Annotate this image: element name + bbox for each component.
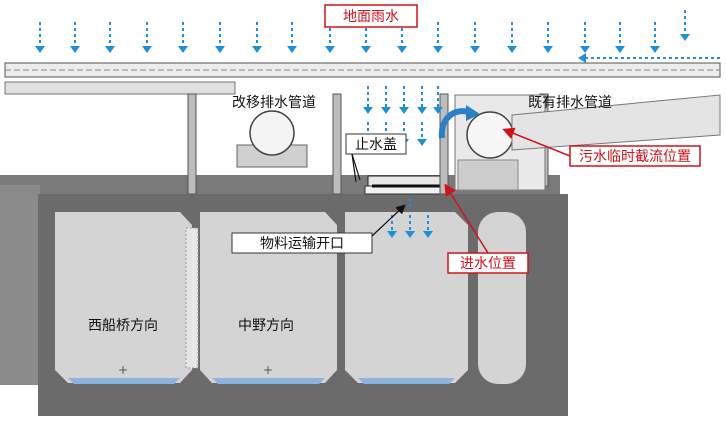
deck-beam xyxy=(4,81,236,95)
sewage-intercept-label: 污水临时截流位置 xyxy=(579,149,691,165)
water-nakano xyxy=(212,378,325,384)
middle-column xyxy=(185,227,199,369)
intercept-tank xyxy=(457,159,519,191)
left-ground xyxy=(0,185,40,385)
cavity-center xyxy=(345,212,468,383)
material-opening-label: 物料运输开口 xyxy=(260,236,344,252)
water-center xyxy=(358,378,455,384)
opening-label-box xyxy=(231,232,373,254)
relocated-pipe xyxy=(249,110,295,156)
water-entry-label: 进水位置 xyxy=(460,256,516,272)
existing-pipe xyxy=(466,111,514,159)
cavity-nakano xyxy=(200,212,337,383)
cavity-west xyxy=(55,212,192,383)
flow-arrow xyxy=(438,108,469,139)
west-direction-label: 西船桥方向 xyxy=(88,318,158,334)
support-column-3 xyxy=(439,93,449,195)
stop-cover-label: 止水盖 xyxy=(355,137,397,153)
rain-label: 地面雨水 xyxy=(343,9,399,25)
rain-label-box xyxy=(324,4,418,28)
stop-cover-label-box xyxy=(345,133,407,155)
water-west xyxy=(68,378,180,384)
drain-mark-1: + xyxy=(118,363,128,377)
relocated-pipe-label: 改移排水管道 xyxy=(232,95,316,111)
drain-mark-2: + xyxy=(263,363,273,377)
existing-pipe-label: 既有排水管道 xyxy=(528,95,612,111)
cavity-small xyxy=(478,212,526,384)
nakano-direction-label: 中野方向 xyxy=(238,318,294,334)
support-column-1 xyxy=(187,93,197,195)
rain-arrows-top xyxy=(35,10,720,63)
support-column-2 xyxy=(332,93,342,195)
